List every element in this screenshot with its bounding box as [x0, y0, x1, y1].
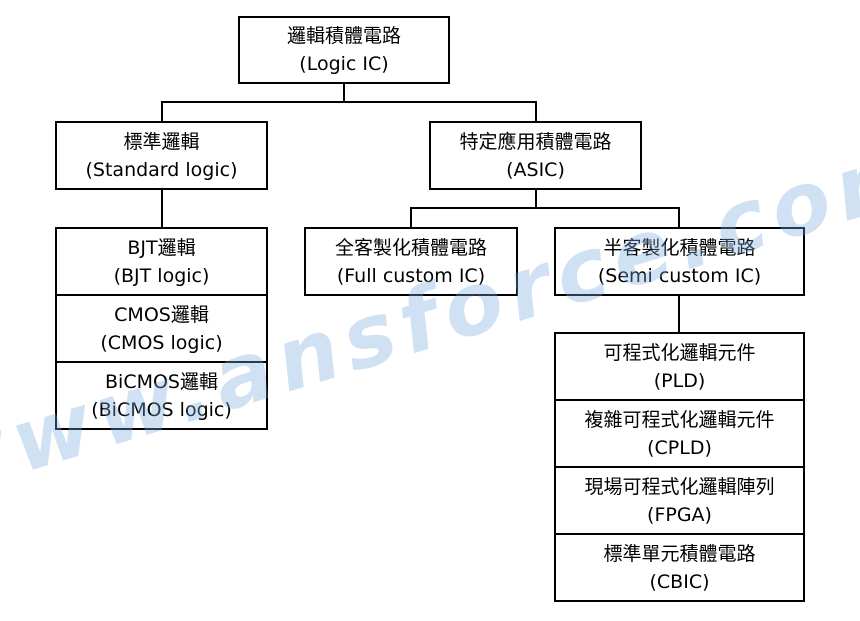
connector-to-semi-custom [678, 207, 680, 229]
node-semi-custom-ic: 半客製化積體電路 (Semi custom IC) [554, 227, 805, 296]
node-fpga: 現場可程式化邏輯陣列 (FPGA) [554, 466, 805, 535]
node-label-en: (Full custom IC) [336, 264, 486, 287]
node-label-en: (Semi custom IC) [597, 264, 762, 287]
connector-level2-bar [410, 207, 680, 209]
connector-to-asic [535, 101, 537, 123]
connector-asic-down [535, 188, 537, 209]
root-node-logic-ic: 邏輯積體電路 (Logic IC) [238, 16, 450, 84]
node-label-en: (FPGA) [647, 503, 712, 526]
node-bicmos-logic: BiCMOS邏輯 (BiCMOS logic) [55, 361, 268, 430]
node-label-zh: 複雜可程式化邏輯元件 [584, 408, 775, 431]
node-full-custom-ic: 全客製化積體電路 (Full custom IC) [304, 227, 518, 296]
node-label-zh: 特定應用積體電路 [459, 130, 612, 153]
node-cmos-logic: CMOS邏輯 (CMOS logic) [55, 294, 268, 363]
node-label-en: (CMOS logic) [100, 331, 223, 354]
node-label-zh: 全客製化積體電路 [334, 236, 487, 259]
node-label-en: (BJT logic) [113, 264, 210, 287]
node-cbic: 標準單元積體電路 (CBIC) [554, 533, 805, 602]
node-label-zh: BiCMOS邏輯 [105, 370, 218, 393]
node-label-en: (CPLD) [647, 436, 712, 459]
node-label-zh: 標準邏輯 [123, 130, 200, 153]
node-label-en: (CBIC) [649, 570, 710, 593]
connector-standard-down [161, 188, 163, 229]
node-label-zh: CMOS邏輯 [114, 303, 209, 326]
node-cpld: 複雜可程式化邏輯元件 (CPLD) [554, 399, 805, 468]
node-label-en: (ASIC) [506, 158, 565, 181]
node-label-zh: 半客製化積體電路 [603, 236, 756, 259]
node-standard-logic: 標準邏輯 (Standard logic) [55, 121, 268, 190]
node-label-en: (PLD) [653, 369, 706, 392]
node-label-en: (BiCMOS logic) [91, 398, 232, 421]
node-label-zh: 邏輯積體電路 [286, 25, 401, 47]
node-label-zh: BJT邏輯 [127, 236, 196, 259]
connector-semi-down [678, 294, 680, 334]
node-pld: 可程式化邏輯元件 (PLD) [554, 332, 805, 401]
node-asic: 特定應用積體電路 (ASIC) [429, 121, 642, 190]
connector-level1-bar [161, 101, 537, 103]
node-bjt-logic: BJT邏輯 (BJT logic) [55, 227, 268, 296]
connector-to-full-custom [410, 207, 412, 229]
node-label-en: (Standard logic) [85, 158, 238, 181]
node-label-zh: 標準單元積體電路 [603, 542, 756, 565]
node-label-zh: 現場可程式化邏輯陣列 [584, 475, 775, 498]
connector-root-down [343, 82, 345, 102]
node-label-en: (Logic IC) [299, 53, 389, 75]
node-label-zh: 可程式化邏輯元件 [603, 341, 756, 364]
connector-to-standard [161, 101, 163, 123]
